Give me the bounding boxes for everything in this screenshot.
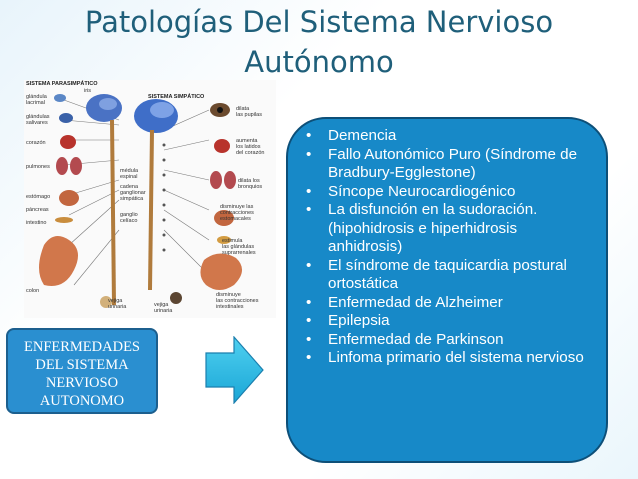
diagram-label: colon (26, 288, 40, 294)
diagram-label: intestino (26, 220, 47, 226)
box-line: DEL SISTEMA (35, 357, 129, 373)
list-item: El síndrome de taquicardia postural orto… (298, 257, 594, 294)
diagram-label: vejiga urinaria (154, 302, 173, 314)
pathologies-list-box: Demencia Fallo Autonómico Puro (Síndrome… (286, 117, 608, 463)
title-line-2: Autónomo (244, 45, 394, 79)
diagram-label: estimula las glándulas suprarrenales (222, 238, 256, 256)
box-line: AUTONOMO (39, 393, 125, 409)
list-item: Fallo Autonómico Puro (Síndrome de Bradb… (298, 146, 594, 183)
right-arrow-icon (205, 336, 264, 404)
diagram-illustration (39, 94, 243, 308)
list-item: Demencia (298, 127, 594, 146)
diagram-label: médula espinal (120, 168, 139, 180)
diagram-label: ganglio celíaco (120, 212, 138, 224)
list-item: Linfoma primario del sistema nervioso (298, 349, 594, 368)
diagram-label: glándula lacrimal (26, 94, 47, 106)
diagram-label: disminuye las contracciones intestinales (216, 292, 259, 310)
diagram-label: estómago (26, 194, 51, 200)
list-item: Síncope Neurocardiogénico (298, 183, 594, 202)
diagram-label: glándulas salivares (26, 114, 50, 126)
list-item: Enfermedad de Parkinson (298, 331, 594, 350)
title-line-1: Patologías Del Sistema Nervioso (84, 5, 554, 39)
diagram-label: cadena ganglionar simpática (120, 184, 146, 202)
box-line: NERVIOSO (45, 375, 119, 391)
diagram-label: aumenta los latidos del corazón (236, 138, 265, 156)
diagram-label: pulmones (26, 164, 50, 170)
diagram-label: páncreas (26, 207, 49, 213)
box-line: ENFERMEDADES (23, 339, 140, 355)
list-item: Epilepsia (298, 312, 594, 331)
diagram-label: disminuye las contracciones estomacales (220, 204, 254, 222)
autonomic-nervous-system-diagram: SISTEMA PARASIMPÁTICO SISTEMA SIMPÁTICO … (24, 80, 276, 318)
sympathetic-heading: SISTEMA SIMPÁTICO (148, 94, 205, 100)
diagram-label: corazón (26, 140, 46, 146)
parasympathetic-heading: SISTEMA PARASIMPÁTICO (26, 81, 98, 87)
pathologies-list: Demencia Fallo Autonómico Puro (Síndrome… (298, 127, 594, 368)
slide-title: Patologías Del Sistema Nervioso Autónomo (0, 2, 638, 82)
diagram-label: dilata los bronquios (238, 178, 263, 190)
list-item: La disfunción en la sudoración. (hipohid… (298, 201, 594, 257)
diagram-label: iris (84, 88, 92, 94)
list-item: Enfermedad de Alzheimer (298, 294, 594, 313)
diagram-label: dilata las pupilas (236, 106, 262, 118)
diagram-label: vejiga urinaria (108, 298, 127, 310)
autonomic-diseases-box: ENFERMEDADES DEL SISTEMA NERVIOSO AUTONO… (6, 328, 158, 414)
